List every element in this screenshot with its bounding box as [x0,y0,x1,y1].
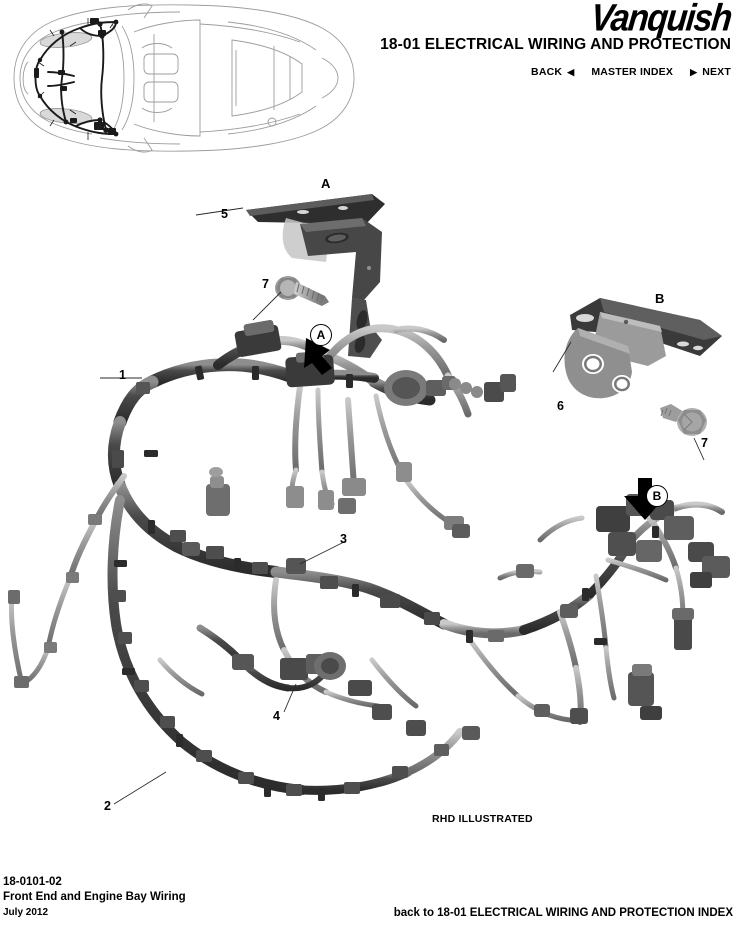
page-title: 18-01 ELECTRICAL WIRING AND PROTECTION [380,36,731,53]
callout-5: 5 [221,207,228,221]
navigation-bar: BACK ◀ MASTER INDEX ▶ NEXT [531,66,731,78]
detail-a-bracket-assembly [195,194,385,358]
callout-3: 3 [340,532,347,546]
front-end-harness [9,324,725,795]
callout-2: 2 [104,799,111,813]
circle-badge-b: B [646,485,668,507]
callout-7-detail-a: 7 [262,277,269,291]
nav-back-link[interactable]: BACK [531,66,563,78]
detail-b-bracket-assembly [552,298,722,461]
callout-6: 6 [557,399,564,413]
detail-arrows [304,338,666,520]
footer-publication-date: July 2012 [3,907,49,918]
wiring-harness-drawing [8,194,730,805]
callout-leader-lines [100,377,345,805]
arrow-to-detail-a [304,338,332,375]
callout-4: 4 [273,709,280,723]
footer-section-subtitle: Front End and Engine Bay Wiring [3,891,186,903]
footer-document-code: 18-0101-02 [3,876,62,888]
detail-label-a: A [321,176,331,191]
arrow-to-detail-b [624,478,666,520]
vanquish-brand-logo: Vanquish [588,0,734,40]
main-illustration: A B A B 1 2 3 4 5 6 7 7 [0,160,737,830]
nav-next-link[interactable]: NEXT [702,66,731,78]
callout-7-detail-b: 7 [701,436,708,450]
bolt-detail-a [275,276,329,306]
circle-badge-a: A [310,324,332,346]
back-arrow-icon[interactable]: ◀ [567,66,575,77]
bolt-detail-b [660,404,707,436]
callout-1: 1 [119,368,126,382]
page-header: Vanquish 18-01 ELECTRICAL WIRING AND PRO… [0,0,737,160]
page-footer: 18-0101-02 Front End and Engine Bay Wiri… [0,870,737,925]
footer-back-to-index-link[interactable]: back to 18-01 ELECTRICAL WIRING AND PROT… [393,907,733,919]
detail-label-b: B [655,291,665,306]
harness-connectors [8,319,730,796]
next-arrow-icon[interactable]: ▶ [690,66,698,77]
vehicle-key-view-diagram [13,3,355,153]
nav-master-index-link[interactable]: MASTER INDEX [591,66,674,78]
harness-clips [114,365,659,801]
rhd-illustrated-note: RHD ILLUSTRATED [432,813,533,825]
